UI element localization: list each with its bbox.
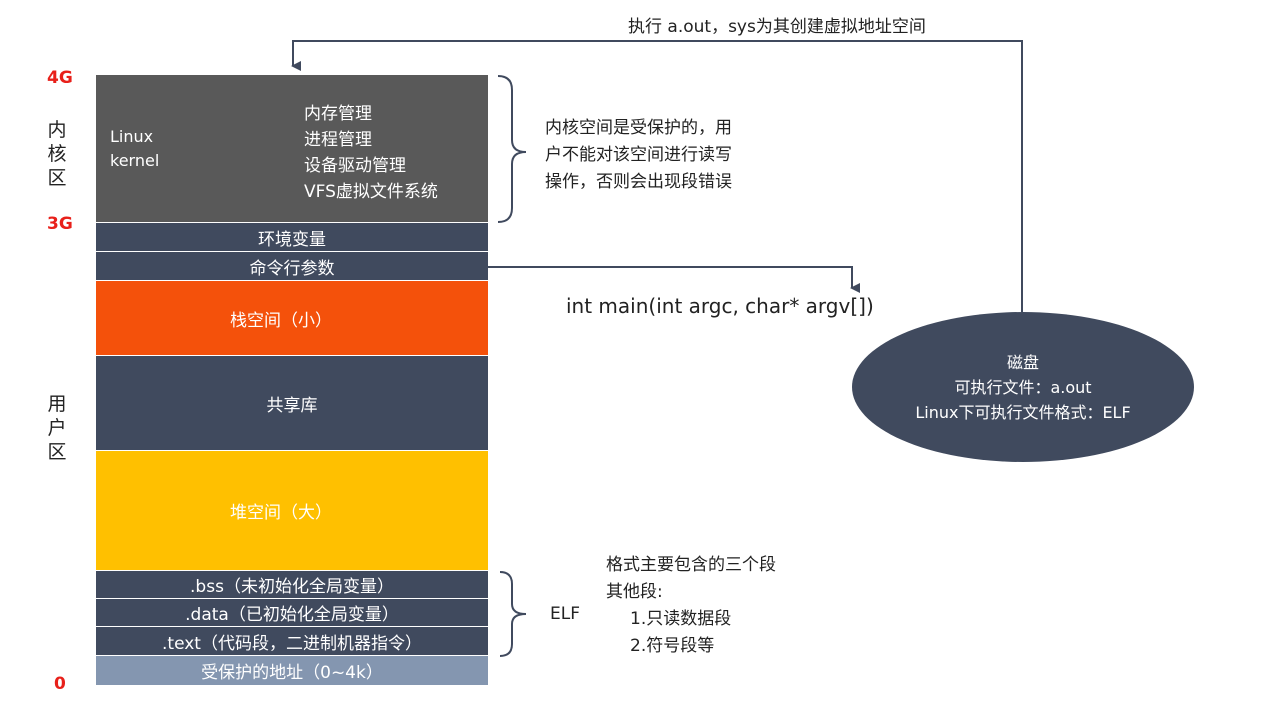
kernel-title-line: Linux <box>110 127 154 146</box>
address-3g: 3G <box>47 214 73 234</box>
kernel-brace <box>497 75 527 223</box>
segment-heap: 堆空间（大） <box>96 451 488 571</box>
kernel-note: 内核空间是受保护的，用 户不能对该空间进行读写 操作，否则会出现段错误 <box>545 115 732 196</box>
segment-shared-lib: 共享库 <box>96 356 488 451</box>
disk-line-1: 可执行文件：a.out <box>954 377 1092 397</box>
elf-note-line: 2.符号段等 <box>630 636 715 656</box>
kernel-note-line: 内核空间是受保护的，用 <box>545 118 732 138</box>
segment-env: 环境变量 <box>96 223 488 252</box>
disk-title: 磁盘 <box>1006 352 1039 372</box>
kernel-module: 进程管理 <box>304 130 372 150</box>
elf-note: 格式主要包含的三个段 其他段: 1.只读数据段 2.符号段等 <box>606 552 776 660</box>
address-4g: 4G <box>47 68 73 88</box>
address-0: 0 <box>54 674 66 694</box>
elf-brace <box>499 571 527 657</box>
kernel-title-line: kernel <box>110 151 160 170</box>
elf-note-line: 其他段: <box>606 582 663 602</box>
kernel-region-label: 内核区 <box>47 119 67 189</box>
segment-data: .data（已初始化全局变量） <box>96 599 488 627</box>
kernel-note-line: 户不能对该空间进行读写 <box>545 145 732 165</box>
disk-ellipse: 磁盘 可执行文件：a.out Linux下可执行文件格式：ELF <box>852 312 1194 462</box>
kernel-note-line: 操作，否则会出现段错误 <box>545 172 732 192</box>
disk-line-2: Linux下可执行文件格式：ELF <box>915 402 1131 422</box>
segment-text: .text（代码段，二进制机器指令） <box>96 627 488 656</box>
elf-note-line: 1.只读数据段 <box>630 609 732 629</box>
kernel-space: Linux kernel 内存管理 进程管理 设备驱动管理 VFS虚拟文件系统 <box>96 75 488 223</box>
kernel-module: 设备驱动管理 <box>304 156 406 176</box>
kernel-module: VFS虚拟文件系统 <box>304 182 438 202</box>
segment-stack: 栈空间（小） <box>96 281 488 356</box>
top-exec-label: 执行 a.out，sys为其创建虚拟地址空间 <box>628 17 926 37</box>
kernel-modules: 内存管理 进程管理 设备驱动管理 VFS虚拟文件系统 <box>304 101 438 205</box>
elf-label: ELF <box>550 604 580 624</box>
exec-arrow <box>291 40 1023 312</box>
segment-protected: 受保护的地址（0~4k） <box>96 656 488 685</box>
argv-arrow <box>488 266 860 293</box>
segment-bss: .bss（未初始化全局变量） <box>96 571 488 599</box>
user-region-label: 用户区 <box>47 393 67 463</box>
elf-note-line: 格式主要包含的三个段 <box>606 555 776 575</box>
kernel-module: 内存管理 <box>304 104 372 124</box>
segment-cmdline: 命令行参数 <box>96 252 488 281</box>
main-signature: int main(int argc, char* argv[]) <box>566 294 874 318</box>
kernel-title: Linux kernel <box>110 125 159 173</box>
